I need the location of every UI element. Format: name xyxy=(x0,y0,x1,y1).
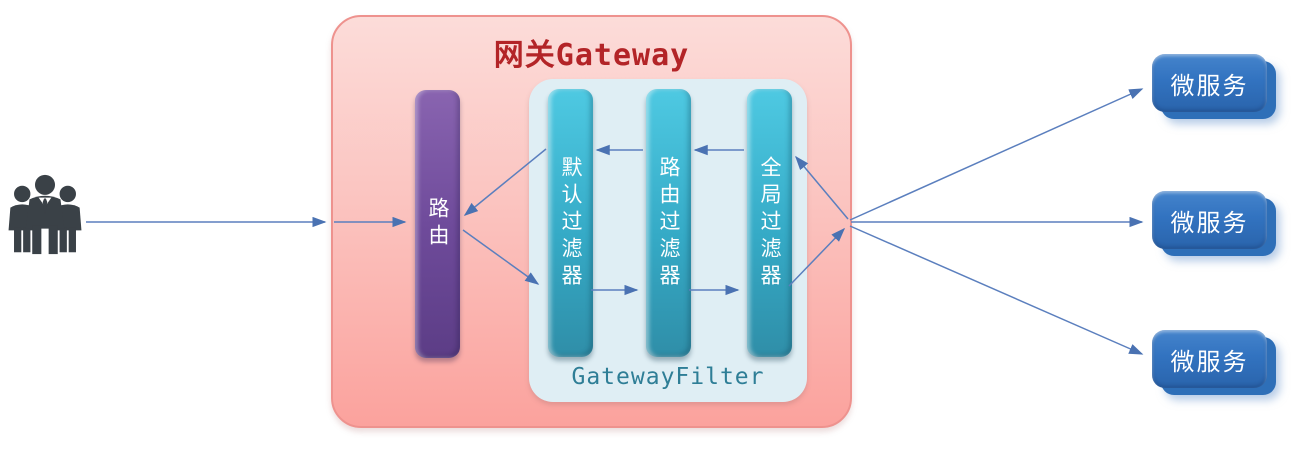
microservice-1-label: 微服务 xyxy=(1170,72,1249,100)
gateway-title: 网关Gateway xyxy=(493,38,690,73)
users-group-icon xyxy=(4,172,86,256)
microservice-box-1-face: 微服务 xyxy=(1152,54,1267,112)
microservice-box-2: 微服务 xyxy=(1152,191,1276,256)
microservice-2-label: 微服务 xyxy=(1170,209,1249,237)
microservice-box-3: 微服务 xyxy=(1152,330,1276,395)
arrow-hub-to-microservice-1 xyxy=(849,88,1144,221)
microservice-box-1: 微服务 xyxy=(1152,54,1276,119)
global-filter-bar: 全局过滤器 xyxy=(747,89,792,357)
people-group-icon xyxy=(8,174,82,255)
microservice-box-2-face: 微服务 xyxy=(1152,191,1267,249)
microservice-box-3-face: 微服务 xyxy=(1152,330,1267,388)
global-filter-label: 全局过滤器 xyxy=(758,155,781,291)
gateway-filter-label: GatewayFilter xyxy=(571,364,765,390)
default-filter-label: 默认过滤器 xyxy=(559,155,582,291)
default-filter-bar: 默认过滤器 xyxy=(548,89,593,357)
arrow-hub-to-microservice-3 xyxy=(849,225,1144,355)
route-bar-label: 路由 xyxy=(426,197,449,251)
route-filter-bar: 路由过滤器 xyxy=(646,89,691,357)
gateway-filter-box: 默认过滤器 路由过滤器 全局过滤器 GatewayFilter xyxy=(529,79,807,402)
route-filter-label: 路由过滤器 xyxy=(657,155,680,291)
route-bar: 路由 xyxy=(415,90,460,358)
gateway-box: 网关Gateway 路由 默认过滤器 路由过滤器 全局过滤器 GatewayFi… xyxy=(331,15,852,428)
microservice-3-label: 微服务 xyxy=(1170,348,1249,376)
